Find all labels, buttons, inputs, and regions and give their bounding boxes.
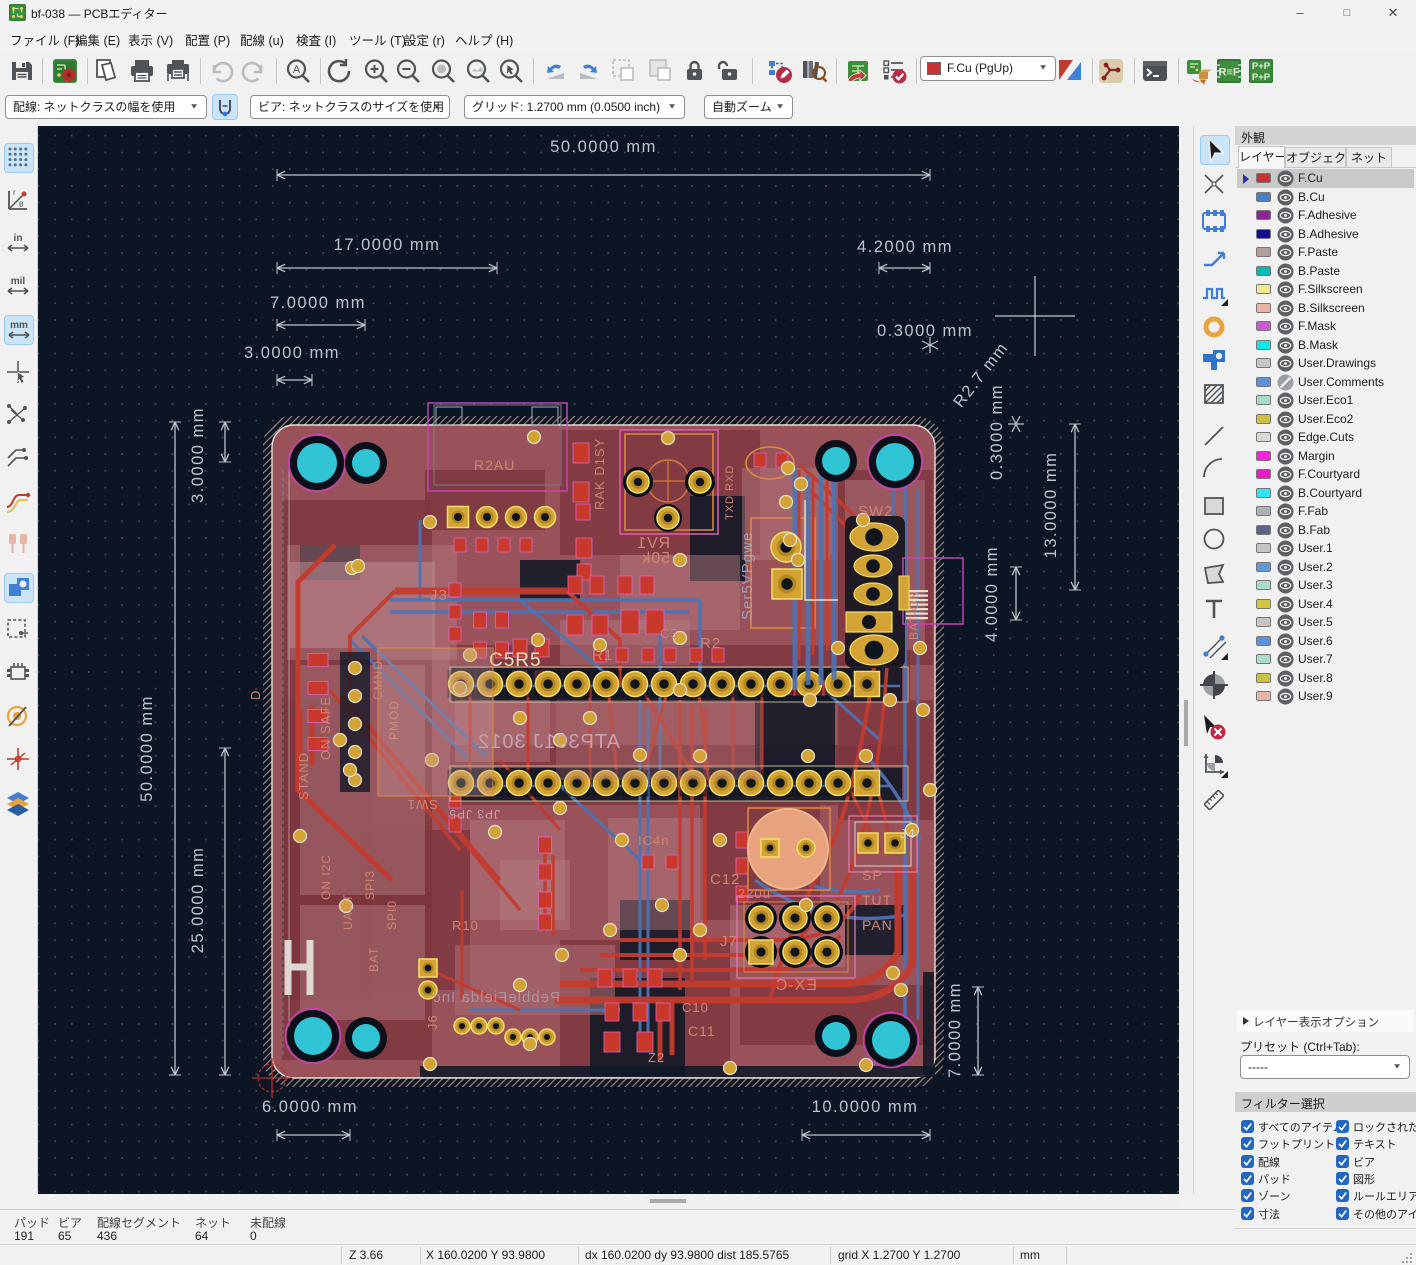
svg-text:SW1: SW1 — [407, 797, 438, 812]
svg-text:3.0000 mm: 3.0000 mm — [244, 344, 340, 362]
svg-text:J7: J7 — [720, 933, 738, 950]
svg-text:10.0000 mm: 10.0000 mm — [812, 1098, 919, 1116]
svg-text:R2AU: R2AU — [474, 457, 515, 473]
svg-text:ON SAFE: ON SAFE — [318, 696, 333, 760]
svg-text:R≡F: R≡F — [1218, 67, 1239, 79]
svg-text:C12: C12 — [710, 871, 741, 888]
svg-text:SP: SP — [862, 867, 883, 883]
svg-text:ATP301J 3012: ATP301J 3012 — [477, 731, 620, 753]
svg-text:17.0000 mm: 17.0000 mm — [334, 236, 441, 254]
svg-text:4.2000 mm: 4.2000 mm — [857, 238, 953, 256]
svg-text:A: A — [293, 64, 301, 76]
svg-text:7.0000 mm: 7.0000 mm — [946, 982, 964, 1078]
svg-text:R1: R1 — [592, 647, 613, 664]
svg-text:mm: mm — [10, 320, 28, 331]
svg-text:13.0000 mm: 13.0000 mm — [1042, 452, 1060, 559]
svg-text:EX-C: EX-C — [775, 977, 817, 994]
svg-text:TUT: TUT — [862, 892, 892, 908]
svg-text:C5R5: C5R5 — [489, 650, 542, 671]
svg-text:J6: J6 — [425, 1014, 440, 1030]
svg-text:50k: 50k — [641, 550, 670, 567]
svg-text:mil: mil — [11, 276, 26, 287]
svg-text:J4: J4 — [900, 826, 916, 841]
svg-text:RAK D1SY: RAK D1SY — [592, 438, 607, 510]
svg-text:r: r — [13, 188, 16, 197]
svg-text:50.0000 mm: 50.0000 mm — [550, 138, 657, 156]
svg-text:PMOD: PMOD — [387, 700, 401, 740]
svg-text:BAT: BAT — [367, 947, 381, 972]
svg-text:220u: 220u — [738, 886, 771, 901]
svg-text:UART: UART — [341, 894, 355, 930]
svg-text:Ser5VPgwe: Ser5VPgwe — [739, 532, 756, 620]
svg-text:in: in — [14, 233, 23, 244]
svg-text:4.0000 mm: 4.0000 mm — [983, 546, 1001, 642]
svg-text:PebbleFielda Inc: PebbleFielda Inc — [432, 989, 560, 1006]
svg-text:50.0000 mm: 50.0000 mm — [138, 695, 156, 802]
svg-text:R10: R10 — [452, 918, 479, 933]
svg-text:RV1: RV1 — [636, 535, 670, 552]
svg-text:ON I2C: ON I2C — [319, 854, 333, 900]
svg-text:BAT-ON: BAT-ON — [907, 590, 921, 640]
svg-text:SPI3: SPI3 — [363, 870, 377, 900]
svg-text:R2: R2 — [700, 635, 721, 652]
svg-text:PAN: PAN — [862, 917, 893, 933]
svg-text:SPI0: SPI0 — [385, 900, 399, 930]
svg-text:IC4n: IC4n — [638, 833, 669, 848]
svg-text:STAND: STAND — [296, 752, 311, 800]
svg-text:Z2: Z2 — [648, 1050, 665, 1065]
svg-text:7.0000 mm: 7.0000 mm — [270, 294, 366, 312]
svg-text:JP3 JP5: JP3 JP5 — [448, 807, 500, 821]
svg-text:P+P: P+P — [1252, 61, 1271, 72]
svg-text:25.0000 mm: 25.0000 mm — [189, 847, 207, 954]
svg-text:D: D — [248, 690, 263, 700]
svg-text:0.3000 mm: 0.3000 mm — [877, 322, 973, 340]
svg-text:C10: C10 — [682, 1000, 709, 1015]
svg-text:C3: C3 — [660, 626, 679, 641]
svg-text:SW2: SW2 — [858, 503, 894, 520]
svg-text:C11: C11 — [688, 1023, 716, 1039]
svg-text:θ: θ — [19, 200, 24, 209]
svg-text:TXD RXD: TXD RXD — [724, 465, 736, 520]
svg-text:J3: J3 — [430, 587, 448, 604]
svg-text:6.0000 mm: 6.0000 mm — [262, 1098, 358, 1116]
svg-text:3.0000 mm: 3.0000 mm — [189, 407, 207, 503]
svg-text:P+P: P+P — [1252, 72, 1271, 83]
svg-text:0.3000 mm: 0.3000 mm — [988, 384, 1006, 480]
